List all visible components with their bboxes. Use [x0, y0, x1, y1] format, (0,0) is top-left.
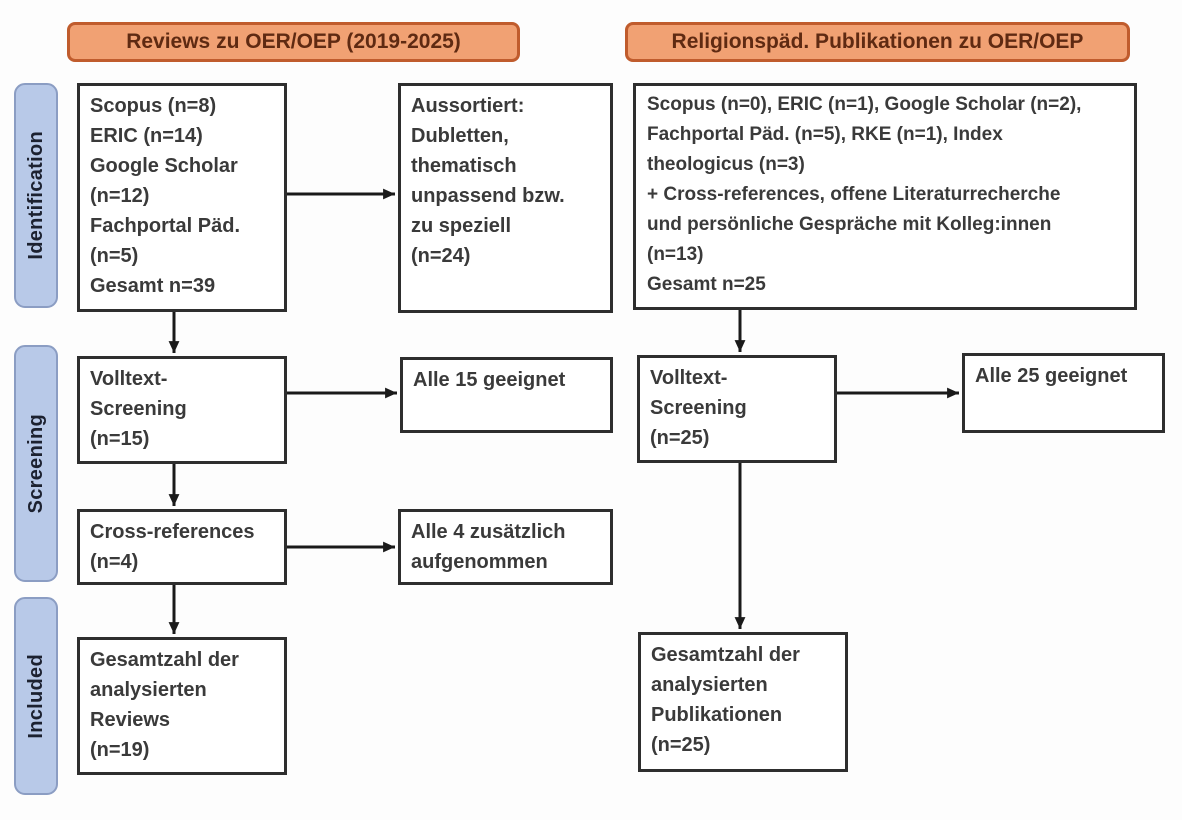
box-left-included-total: Gesamtzahl der analysierten Reviews (n=1…	[77, 637, 287, 775]
stage-screening-label: Screening	[24, 413, 47, 514]
stage-screening: Screening	[14, 345, 58, 582]
box-left-cross-references: Cross-references (n=4)	[77, 509, 287, 585]
box-right-fulltext-result: Alle 25 geeignet	[962, 353, 1165, 433]
header-reviews: Reviews zu OER/OEP (2019-2025)	[67, 22, 520, 62]
stage-included: Included	[14, 597, 58, 795]
box-right-included-total: Gesamtzahl der analysierten Publikatione…	[638, 632, 848, 772]
box-left-fulltext-screening: Volltext- Screening (n=15)	[77, 356, 287, 464]
box-left-fulltext-result: Alle 15 geeignet	[400, 357, 613, 433]
box-left-sources: Scopus (n=8) ERIC (n=14) Google Scholar …	[77, 83, 287, 312]
box-left-excluded: Aussortiert: Dubletten, thematisch unpas…	[398, 83, 613, 313]
box-right-fulltext-screening: Volltext- Screening (n=25)	[637, 355, 837, 463]
box-left-cross-references-result: Alle 4 zusätzlich aufgenommen	[398, 509, 613, 585]
stage-included-label: Included	[24, 653, 47, 739]
box-right-sources: Scopus (n=0), ERIC (n=1), Google Scholar…	[633, 83, 1137, 310]
stage-identification: Identification	[14, 83, 58, 308]
stage-identification-label: Identification	[24, 131, 47, 260]
header-religionspaed: Religionspäd. Publikationen zu OER/OEP	[625, 22, 1130, 62]
